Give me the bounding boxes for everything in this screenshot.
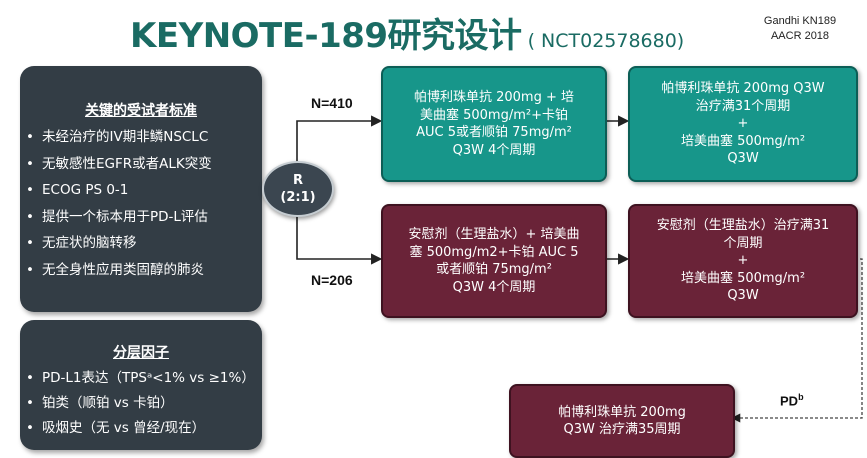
placebo-induction-line: Q3W 4个周期 [452,279,536,295]
placebo-maintenance-line: 个周期 [723,235,763,251]
pembro-maintenance-line: + [737,116,749,132]
eligibility-item: 无症状的脑转移 [20,230,262,257]
branch-line-lower [296,211,383,265]
stratification-item: 吸烟史（无 vs 曾经/现在） [20,416,262,441]
pembro-maintenance-line: 治疗满31个周期 [695,98,791,114]
title-main: KEYNOTE-189研究设计 [130,16,522,56]
crossover-line: Q3W 治疗满35周期 [563,422,681,437]
crossover-box: 帕博利珠单抗 200mg Q3W 治疗满35周期 [509,384,735,458]
pembro-induction-line: 帕博利珠单抗 200mg + 培 [413,90,575,105]
citation-line-2: AACR 2018 [770,30,830,42]
pembro-arm-n: N=410 [311,95,353,111]
citation: Gandhi KN189 AACR 2018 [745,14,855,44]
eligibility-item: ECOG PS 0-1 [20,177,262,204]
placebo-maintenance-line: + [737,253,749,269]
stratification-heading: 分层因子 [113,345,169,361]
pembro-maintenance-line: 帕博利珠单抗 200mg Q3W [661,81,825,97]
stratification-list: PD-L1表达（TPSᵃ<1% vs ≥1%） 铂类（顺铂 vs 卡铂） 吸烟史… [20,366,262,441]
pd-superscript: b [798,392,804,402]
eligibility-criteria-panel: 关键的受试者标准 未经治疗的IV期非鳞NSCLC 无敏感性EGFR或者ALK突变… [20,66,262,312]
pembro-induction-line: 美曲塞 500mg/m²+卡铂 [419,107,568,123]
pembro-induction-line: Q3W 4个周期 [452,142,536,158]
stratification-panel: 分层因子 PD-L1表达（TPSᵃ<1% vs ≥1%） 铂类（顺铂 vs 卡铂… [20,320,262,450]
pembro-maintenance-line: Q3W [727,151,759,167]
eligibility-item: 无全身性应用类固醇的肺炎 [20,257,262,284]
placebo-maintenance-line: 安慰剂（生理盐水）治疗满31 [656,218,830,234]
placebo-maintenance-line: 培美曲塞 500mg/m² [680,270,806,286]
randomization-label: R [292,173,303,188]
pembro-maintenance-box: 帕博利珠单抗 200mg Q3W 治疗满31个周期 + 培美曲塞 500mg/m… [628,66,858,182]
placebo-maintenance-line: Q3W [727,288,759,304]
randomization-node: R (2:1) [262,161,334,217]
pembro-maintenance-line: 培美曲塞 500mg/m² [680,133,806,149]
placebo-induction-line: 或者顺铂 75mg/m² [436,262,552,277]
eligibility-heading: 关键的受试者标准 [85,103,197,119]
citation-line-1: Gandhi KN189 [763,15,837,27]
randomization-ratio: (2:1) [280,190,316,205]
stratification-item: PD-L1表达（TPSᵃ<1% vs ≥1%） [20,366,262,391]
placebo-induction-line: 安慰剂（生理盐水）+ 培美曲 [408,227,580,242]
placebo-induction-line: 塞 500mg/m2+卡铂 AUC 5 [409,244,579,260]
eligibility-item: 提供一个标本用于PD-L评估 [20,204,262,231]
pd-text: PD [780,393,799,409]
slide-title: KEYNOTE-189研究设计( NCT02578680) [130,8,750,56]
stratification-item: 铂类（顺铂 vs 卡铂） [20,391,262,416]
pd-label: PDb [780,392,804,408]
placebo-arm-n: N=206 [311,272,353,288]
placebo-maintenance-box: 安慰剂（生理盐水）治疗满31 个周期 + 培美曲塞 500mg/m² Q3W [628,204,858,318]
eligibility-item: 未经治疗的IV期非鳞NSCLC [20,124,262,151]
crossover-line: 帕博利珠单抗 200mg [558,404,686,420]
eligibility-item: 无敏感性EGFR或者ALK突变 [20,151,262,178]
placebo-induction-box: 安慰剂（生理盐水）+ 培美曲 塞 500mg/m2+卡铂 AUC 5 或者顺铂 … [381,204,607,318]
branch-line-upper [296,115,383,163]
title-subtitle: ( NCT02578680) [527,30,685,52]
pembro-induction-line: AUC 5或者顺铂 75mg/m² [416,125,572,140]
pembro-induction-box: 帕博利珠单抗 200mg + 培 美曲塞 500mg/m²+卡铂 AUC 5或者… [381,66,607,182]
eligibility-list: 未经治疗的IV期非鳞NSCLC 无敏感性EGFR或者ALK突变 ECOG PS … [20,124,262,283]
